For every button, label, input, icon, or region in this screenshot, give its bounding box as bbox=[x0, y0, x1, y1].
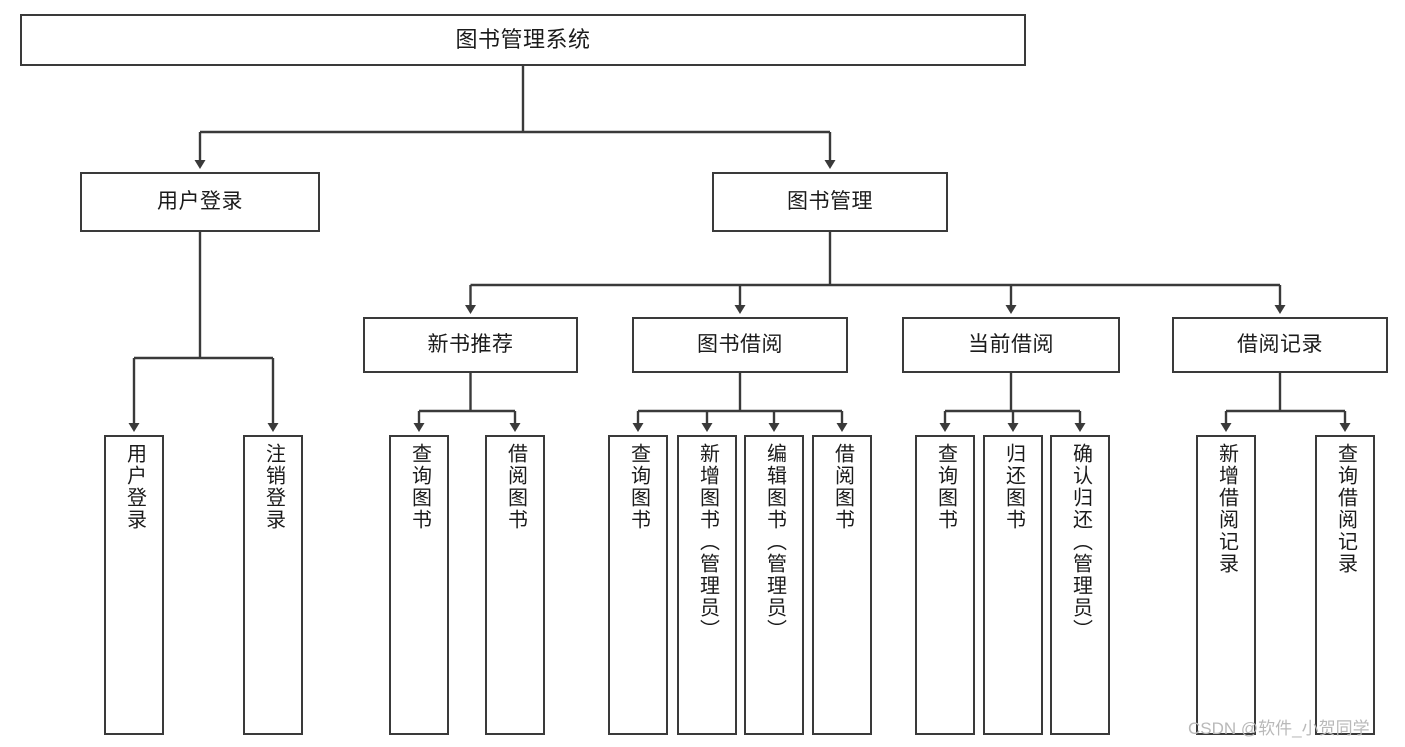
node-book-borrow[interactable]: 图书借阅 bbox=[632, 317, 848, 373]
leaf-borrow-book-1[interactable]: 借阅图书 bbox=[485, 435, 545, 735]
leaf-borrow-book-1-label: 借阅图书 bbox=[504, 443, 527, 531]
node-current-borrow[interactable]: 当前借阅 bbox=[902, 317, 1120, 373]
node-borrow-record[interactable]: 借阅记录 bbox=[1172, 317, 1388, 373]
leaf-return-book[interactable]: 归还图书 bbox=[983, 435, 1043, 735]
leaf-add-borrow-record-label: 新增借阅记录 bbox=[1215, 443, 1238, 575]
leaf-query-book-1-label: 查询图书 bbox=[408, 443, 431, 531]
leaf-edit-book[interactable]: 编辑图书（管理员） bbox=[744, 435, 804, 735]
leaf-query-book-3-label: 查询图书 bbox=[934, 443, 957, 531]
leaf-borrow-book-2-label: 借阅图书 bbox=[831, 443, 854, 531]
node-borrow-record-label: 借阅记录 bbox=[1237, 332, 1323, 356]
leaf-logout[interactable]: 注销登录 bbox=[243, 435, 303, 735]
leaf-add-book[interactable]: 新增图书（管理员） bbox=[677, 435, 737, 735]
leaf-query-book-3[interactable]: 查询图书 bbox=[915, 435, 975, 735]
node-book-borrow-label: 图书借阅 bbox=[697, 332, 783, 356]
node-user-login[interactable]: 用户登录 bbox=[80, 172, 320, 232]
leaf-confirm-return-label: 确认归还（管理员） bbox=[1069, 443, 1092, 641]
leaf-add-book-label: 新增图书（管理员） bbox=[696, 443, 719, 641]
leaf-return-book-label: 归还图书 bbox=[1002, 443, 1025, 531]
leaf-user-login[interactable]: 用户登录 bbox=[104, 435, 164, 735]
node-book-manage-label: 图书管理 bbox=[787, 189, 873, 213]
leaf-query-book-1[interactable]: 查询图书 bbox=[389, 435, 449, 735]
node-root-label: 图书管理系统 bbox=[455, 27, 591, 53]
node-new-book-recommend[interactable]: 新书推荐 bbox=[363, 317, 578, 373]
leaf-query-book-2[interactable]: 查询图书 bbox=[608, 435, 668, 735]
leaf-query-book-2-label: 查询图书 bbox=[627, 443, 650, 531]
leaf-query-borrow-record[interactable]: 查询借阅记录 bbox=[1315, 435, 1375, 735]
node-book-manage[interactable]: 图书管理 bbox=[712, 172, 948, 232]
leaf-logout-label: 注销登录 bbox=[262, 443, 285, 531]
node-new-book-recommend-label: 新书推荐 bbox=[427, 332, 514, 356]
leaf-confirm-return[interactable]: 确认归还（管理员） bbox=[1050, 435, 1110, 735]
node-current-borrow-label: 当前借阅 bbox=[968, 332, 1054, 356]
node-root[interactable]: 图书管理系统 bbox=[20, 14, 1026, 66]
leaf-query-borrow-record-label: 查询借阅记录 bbox=[1334, 443, 1357, 575]
leaf-edit-book-label: 编辑图书（管理员） bbox=[763, 443, 786, 641]
leaf-borrow-book-2[interactable]: 借阅图书 bbox=[812, 435, 872, 735]
leaf-add-borrow-record[interactable]: 新增借阅记录 bbox=[1196, 435, 1256, 735]
csdn-watermark: CSDN @软件_小贺同学 bbox=[1188, 719, 1370, 738]
node-user-login-label: 用户登录 bbox=[157, 189, 243, 213]
leaf-user-login-label: 用户登录 bbox=[123, 443, 146, 531]
